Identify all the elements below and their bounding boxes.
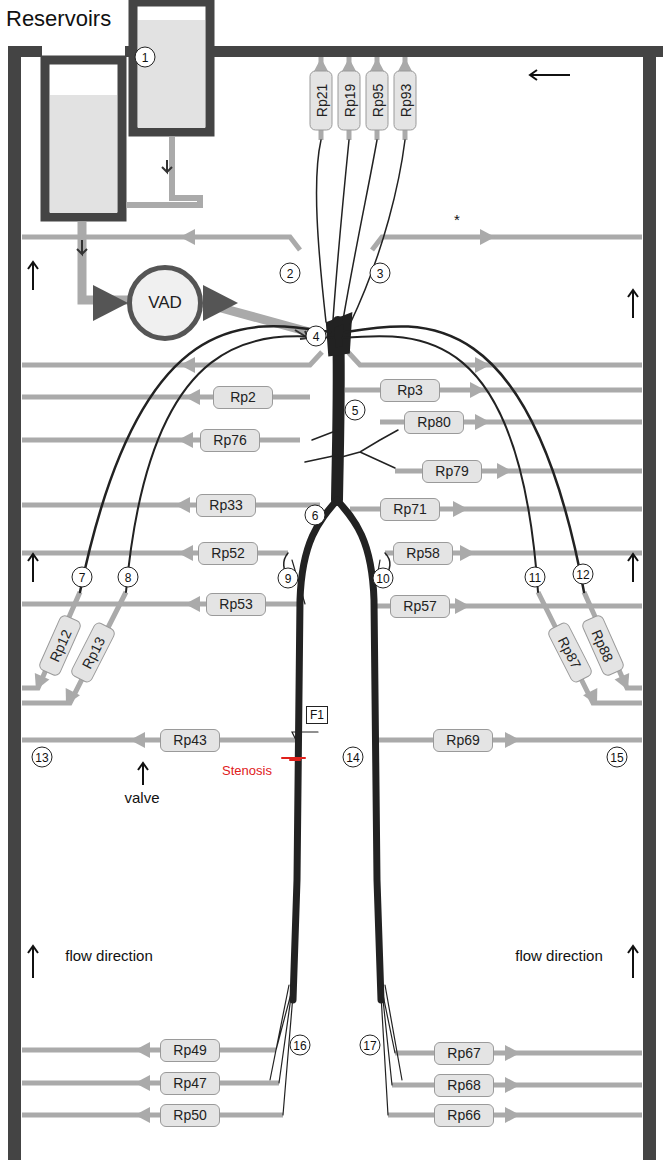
node-text: Rp68 xyxy=(447,1077,480,1093)
node-text: Rp47 xyxy=(173,1075,206,1091)
callout-number: 9 xyxy=(278,568,299,589)
flow-arrows xyxy=(28,70,638,978)
resistor-box: Rp19 xyxy=(338,70,361,130)
node-text: Rp53 xyxy=(219,596,252,612)
resistor-box: Rp3 xyxy=(380,379,440,402)
resistor-box: Rp21 xyxy=(310,70,333,130)
resistor-box: Rp93 xyxy=(394,70,417,130)
node-text: Rp19 xyxy=(341,83,357,116)
pump-circle: VAD xyxy=(127,265,203,341)
resistor-box: Rp67 xyxy=(434,1042,494,1065)
callout-number: 5 xyxy=(345,400,366,421)
callout-number: 12 xyxy=(573,564,594,585)
callout-number: 4 xyxy=(306,326,327,347)
resistor-box: Rp69 xyxy=(433,729,493,752)
node-text: Rp93 xyxy=(397,83,413,116)
resistor-box: Rp57 xyxy=(390,595,450,618)
resistor-box: Rp49 xyxy=(160,1039,220,1062)
resistor-box: Rp66 xyxy=(434,1104,494,1127)
tube-arrows xyxy=(29,58,636,1123)
note-label: Reservoirs xyxy=(4,6,113,32)
node-text: Rp79 xyxy=(435,463,468,479)
callout-number: 13 xyxy=(32,747,53,768)
callout-number: 3 xyxy=(370,263,391,284)
callout-number: 1 xyxy=(135,47,156,68)
node-text: Rp52 xyxy=(211,545,244,561)
node-text: Rp69 xyxy=(446,732,479,748)
resistor-box: Rp43 xyxy=(160,729,220,752)
resistor-box: Rp47 xyxy=(160,1072,220,1095)
resistor-box: Rp58 xyxy=(393,542,453,565)
node-text: Rp76 xyxy=(213,432,246,448)
node-text: Rp50 xyxy=(173,1107,206,1123)
callout-number: 8 xyxy=(118,567,139,588)
note-label: flow direction xyxy=(63,947,155,964)
callout-number: 11 xyxy=(525,567,546,588)
node-text: Rp49 xyxy=(173,1042,206,1058)
node-text: Rp80 xyxy=(417,414,450,430)
callout-number: 15 xyxy=(607,747,628,768)
node-text: Rp21 xyxy=(313,83,329,116)
resistor-box: Rp68 xyxy=(434,1074,494,1097)
node-text: VAD xyxy=(148,293,182,313)
frame xyxy=(8,46,663,1160)
node-text: Rp88 xyxy=(589,626,617,663)
node-text: Rp43 xyxy=(173,732,206,748)
resistor-box: Rp80 xyxy=(404,411,464,434)
node-text: Rp58 xyxy=(406,545,439,561)
callout-number: 16 xyxy=(290,1035,311,1056)
node-text: Rp13 xyxy=(78,633,107,670)
node-text: Rp12 xyxy=(46,626,74,663)
resistor-box: Rp76 xyxy=(200,429,260,452)
resistor-box: Rp33 xyxy=(196,494,256,517)
resistor-box: Rp2 xyxy=(213,386,273,409)
callout-number: 14 xyxy=(343,747,364,768)
callout-number: 6 xyxy=(305,505,326,526)
node-text: Rp71 xyxy=(393,501,426,517)
note-label: flow direction xyxy=(513,947,605,964)
tubes xyxy=(22,57,642,1115)
node-text: Rp2 xyxy=(230,389,256,405)
resistor-box: Rp52 xyxy=(198,542,258,565)
callout-number: 2 xyxy=(280,263,301,284)
note-label: * xyxy=(452,211,462,228)
node-text: Rp66 xyxy=(447,1107,480,1123)
sensor-label: F1 xyxy=(306,706,328,724)
resistor-box: Rp79 xyxy=(422,460,482,483)
note-label: valve xyxy=(122,789,161,806)
callout-number: 10 xyxy=(373,568,394,589)
resistor-box: Rp53 xyxy=(206,593,266,616)
resistor-box: Rp50 xyxy=(160,1104,220,1127)
callout-number: 17 xyxy=(360,1035,381,1056)
node-text: Rp33 xyxy=(209,497,242,513)
node-text: Rp95 xyxy=(369,83,385,116)
note-label: Stenosis xyxy=(220,763,274,778)
node-text: Rp87 xyxy=(555,633,584,670)
node-text: Rp3 xyxy=(397,382,423,398)
callout-number: 7 xyxy=(72,567,93,588)
resistor-box: Rp95 xyxy=(366,70,389,130)
resistor-box: Rp71 xyxy=(380,498,440,521)
node-text: Rp57 xyxy=(403,598,436,614)
vessels xyxy=(80,140,584,1115)
node-text: Rp67 xyxy=(447,1045,480,1061)
